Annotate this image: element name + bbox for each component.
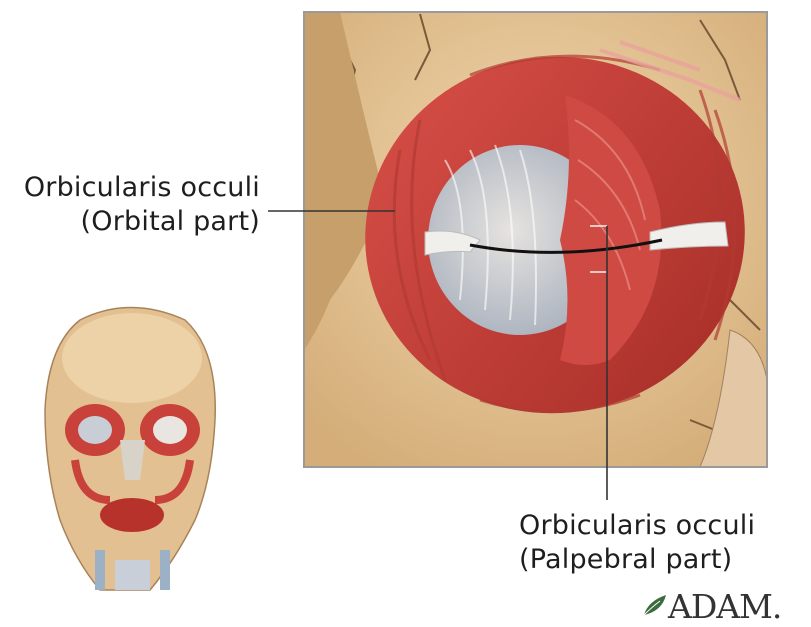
mouth-muscle — [100, 498, 164, 532]
label-orbital-part: Orbicularis occuli (Orbital part) — [12, 171, 260, 239]
adam-logo: ADAM. — [668, 587, 781, 626]
label-palpebral-line1: Orbicularis occuli — [519, 509, 755, 543]
right-eye — [153, 416, 187, 444]
left-eye — [78, 416, 112, 444]
label-palpebral-line2: (Palpebral part) — [519, 543, 755, 577]
leaf-icon — [642, 593, 668, 617]
logo-text: ADAM. — [668, 587, 781, 626]
throat — [115, 560, 150, 590]
label-orbital-line2: (Orbital part) — [12, 205, 260, 239]
label-palpebral-part: Orbicularis occuli (Palpebral part) — [519, 509, 755, 577]
orbit-closeup-illustration — [304, 12, 768, 467]
cranium — [62, 313, 202, 403]
head-thumbnail — [45, 308, 215, 591]
label-orbital-line1: Orbicularis occuli — [12, 171, 260, 205]
